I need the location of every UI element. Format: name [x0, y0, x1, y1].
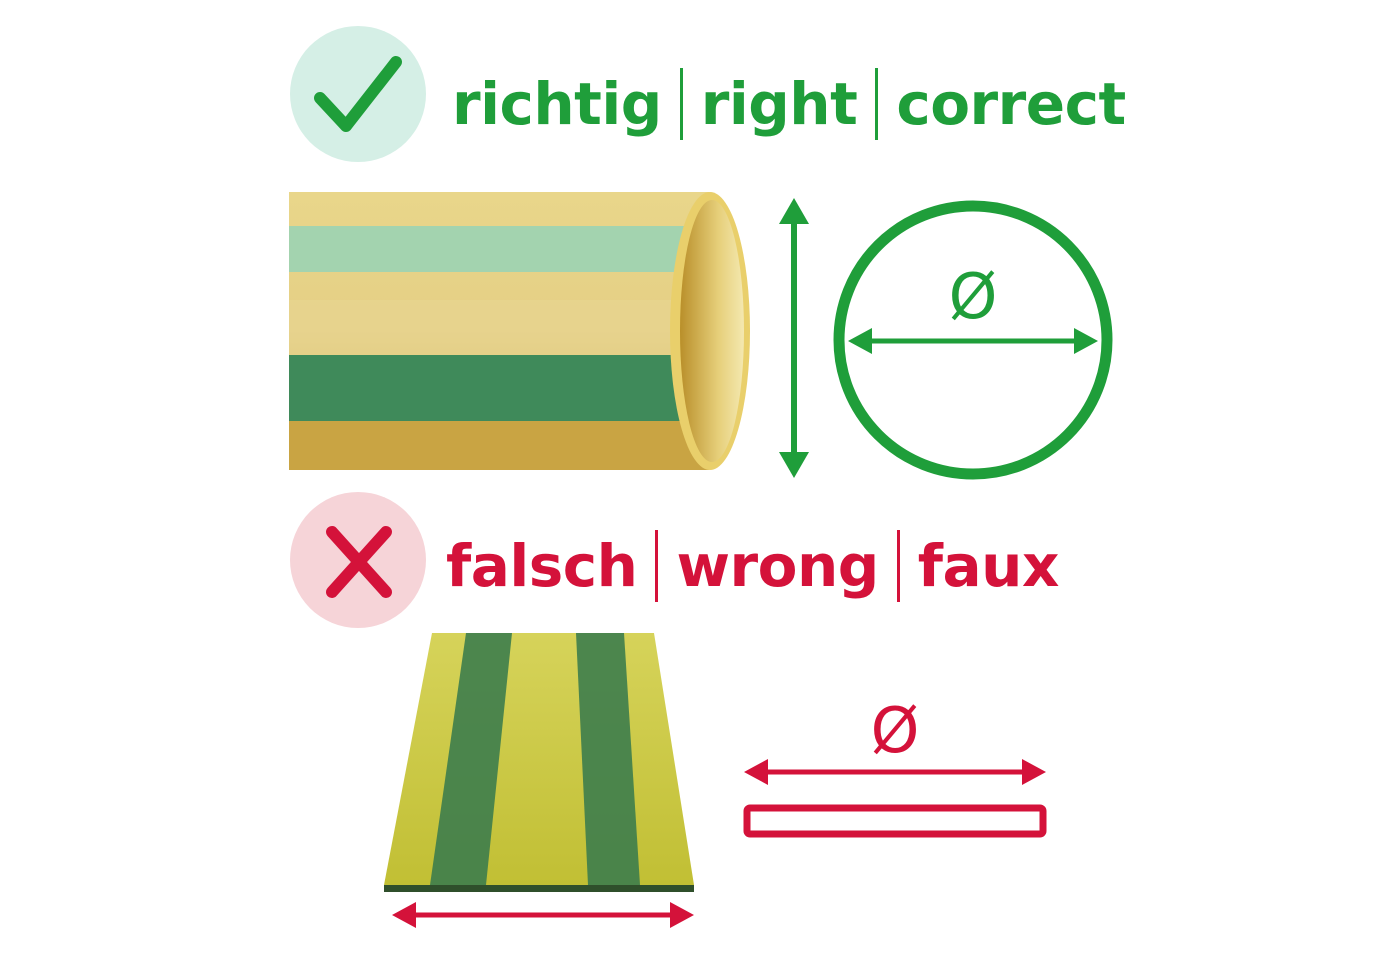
diameter-circle: Ø	[833, 200, 1113, 480]
diameter-symbol-red: Ø	[871, 694, 920, 767]
separator	[679, 68, 683, 140]
separator	[655, 530, 659, 602]
right-word-de: richtig	[452, 70, 662, 138]
right-title: richtig right correct	[452, 68, 1126, 140]
tube-illustration	[289, 192, 750, 470]
check-badge	[290, 26, 426, 162]
right-word-en: right	[700, 70, 858, 138]
separator	[896, 530, 900, 602]
wrong-word-fr: faux	[917, 532, 1060, 600]
flat-profile-bar	[743, 804, 1047, 838]
separator	[875, 68, 879, 140]
tube-opening	[680, 200, 744, 462]
checkmark-icon	[314, 56, 402, 132]
cross-badge	[290, 492, 426, 628]
cross-icon	[326, 526, 392, 598]
right-word-fr: correct	[896, 70, 1126, 138]
flat-strip-illustration	[384, 633, 694, 892]
flat-diameter-indicator: Ø	[743, 694, 1047, 838]
wrong-word-en: wrong	[676, 532, 879, 600]
flat-stripe-right	[576, 633, 640, 885]
diameter-symbol-green: Ø	[949, 260, 998, 333]
flat-width-arrow	[392, 902, 694, 928]
height-arrow	[779, 198, 809, 478]
flat-stripe-left	[430, 633, 512, 885]
tube-stripe-dark	[289, 355, 709, 421]
wrong-title: falsch wrong faux	[446, 530, 1059, 602]
tube-stripe-light	[289, 226, 709, 272]
flat-strip-body	[384, 633, 694, 885]
wrong-word-de: falsch	[446, 532, 638, 600]
